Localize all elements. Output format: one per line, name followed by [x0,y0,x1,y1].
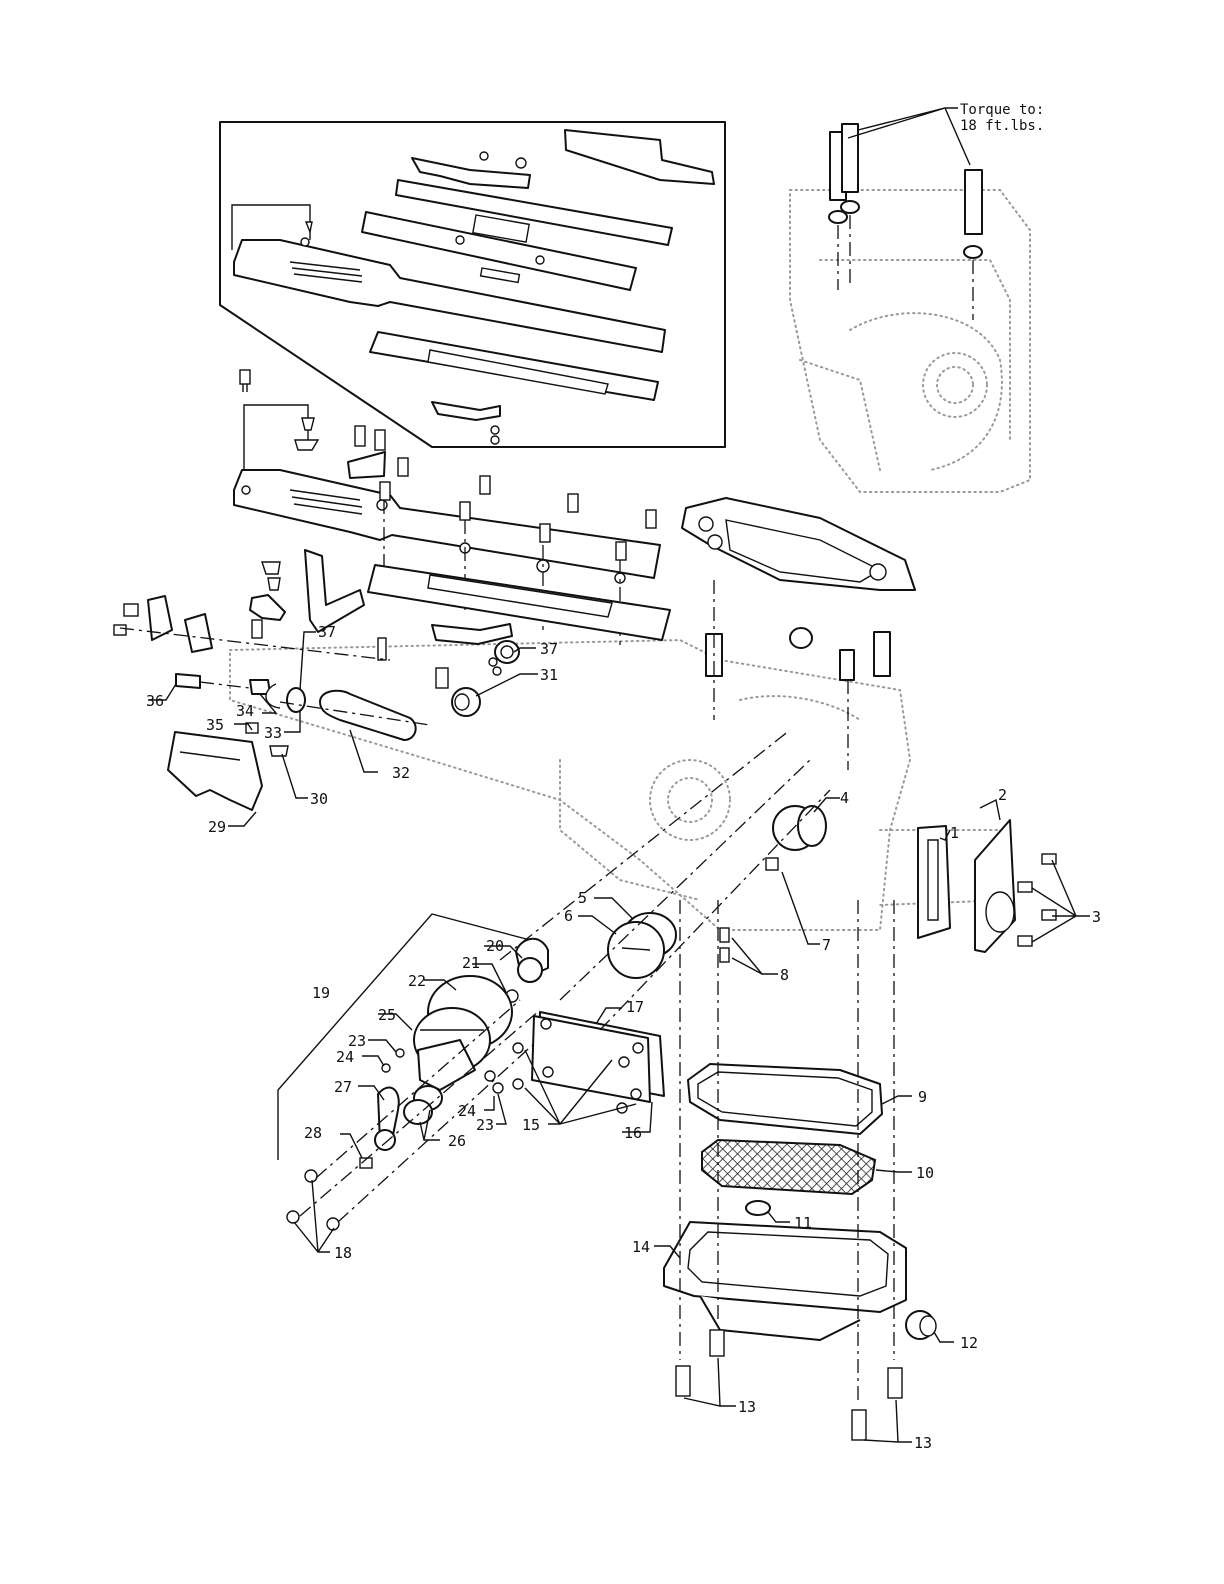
plug-5-6 [608,913,676,978]
callout-9: 9 [918,1088,927,1106]
callout-35: 35 [206,716,224,734]
callout-22: 22 [408,972,426,990]
callout-33: 33 [264,724,282,742]
callout-13-right: 13 [914,1434,932,1452]
callout-27: 27 [334,1078,352,1096]
callout-24-upper: 24 [336,1048,354,1066]
leader-lines [148,108,1090,1442]
callout-10: 10 [916,1164,934,1182]
callout-24-lower: 24 [458,1102,476,1120]
callout-3: 3 [1092,908,1101,926]
mounting-gasket [682,498,915,590]
callout-17: 17 [626,998,644,1016]
callout-36: 36 [146,692,164,710]
dial-assembly [278,914,560,1230]
callout-18: 18 [334,1244,352,1262]
callout-13-left: 13 [738,1398,756,1416]
ghost-arm-body [230,640,1010,930]
torque-note-line2: 18 ft.lbs. [960,118,1044,134]
callout-25: 25 [378,1006,396,1024]
callout-30: 30 [310,790,328,808]
callout-29: 29 [208,818,226,836]
callout-37-left: 37 [318,623,336,641]
callout-23-lower: 23 [476,1116,494,1134]
callout-7: 7 [822,936,831,954]
callout-2: 2 [998,786,1007,804]
upper-bolts [829,124,982,320]
callout-20: 20 [486,937,504,955]
callout-6: 6 [564,907,573,925]
callout-15: 15 [522,1116,540,1134]
callout-28: 28 [304,1124,322,1142]
callout-19: 19 [312,984,330,1002]
ghost-housing-upper [790,190,1030,492]
callout-37-right: 37 [540,640,558,658]
callout-34: 34 [236,702,254,720]
callout-31: 31 [540,666,558,684]
oil-pan-assembly [664,900,936,1440]
side-cover-1-2-3 [918,820,1056,952]
callout-14: 14 [632,1238,650,1256]
callout-4: 4 [840,789,849,807]
callout-11: 11 [794,1214,812,1232]
inset-detail-box [220,122,725,447]
callout-8: 8 [780,966,789,984]
callout-12: 12 [960,1334,978,1352]
callout-5: 5 [578,889,587,907]
torque-note: Torque to: 18 ft.lbs. [960,102,1044,134]
callout-32: 32 [392,764,410,782]
torque-note-line1: Torque to: [960,102,1044,118]
callout-26: 26 [448,1132,466,1150]
callout-16: 16 [624,1124,642,1142]
callout-1: 1 [950,824,959,842]
callout-21: 21 [462,954,480,972]
